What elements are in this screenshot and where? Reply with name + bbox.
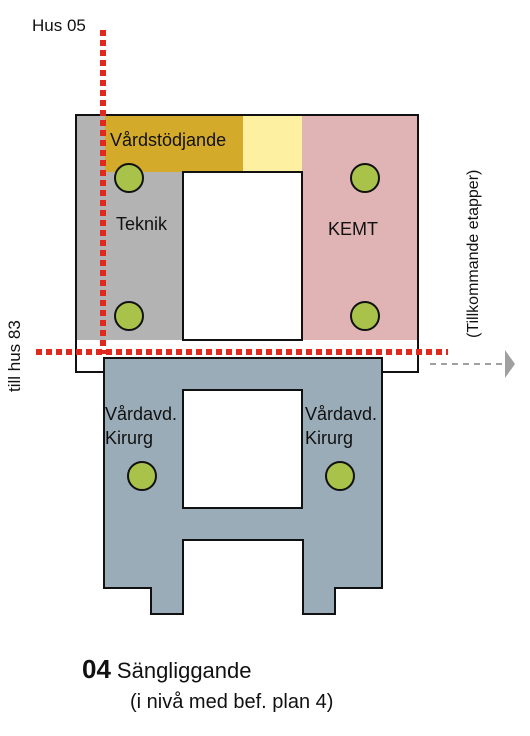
future-stage-arrowhead (505, 350, 515, 378)
zone-vardstodjande-light (243, 115, 302, 172)
upper-courtyard (182, 171, 303, 341)
label-hus05: Hus 05 (32, 16, 86, 35)
caption-title: Sängliggande (116, 658, 252, 683)
label-till-hus-83: till hus 83 (5, 320, 24, 392)
caption-number: 04 (82, 654, 111, 684)
label-vardstodjande: Vårdstödjande (110, 130, 226, 150)
column-markers (114, 163, 380, 491)
column-marker (325, 461, 355, 491)
zone-vardstodjande (105, 115, 243, 172)
label-vardavd-right-1: Vårdavd. (305, 404, 377, 424)
label-vardavd-left-2: Kirurg (105, 428, 153, 448)
column-marker (350, 301, 380, 331)
column-marker (350, 163, 380, 193)
column-marker (114, 163, 144, 193)
column-marker (127, 461, 157, 491)
label-kemt: KEMT (328, 219, 378, 239)
label-tillkommande-etapper: (Tillkommande etapper) (465, 170, 482, 338)
label-vardavd-left-1: Vårdavd. (105, 404, 177, 424)
column-marker (114, 301, 144, 331)
caption-subtitle: (i nivå med bef. plan 4) (130, 691, 334, 713)
label-teknik: Teknik (116, 214, 168, 234)
label-vardavd-right-2: Kirurg (305, 428, 353, 448)
lower-courtyard (182, 389, 303, 509)
